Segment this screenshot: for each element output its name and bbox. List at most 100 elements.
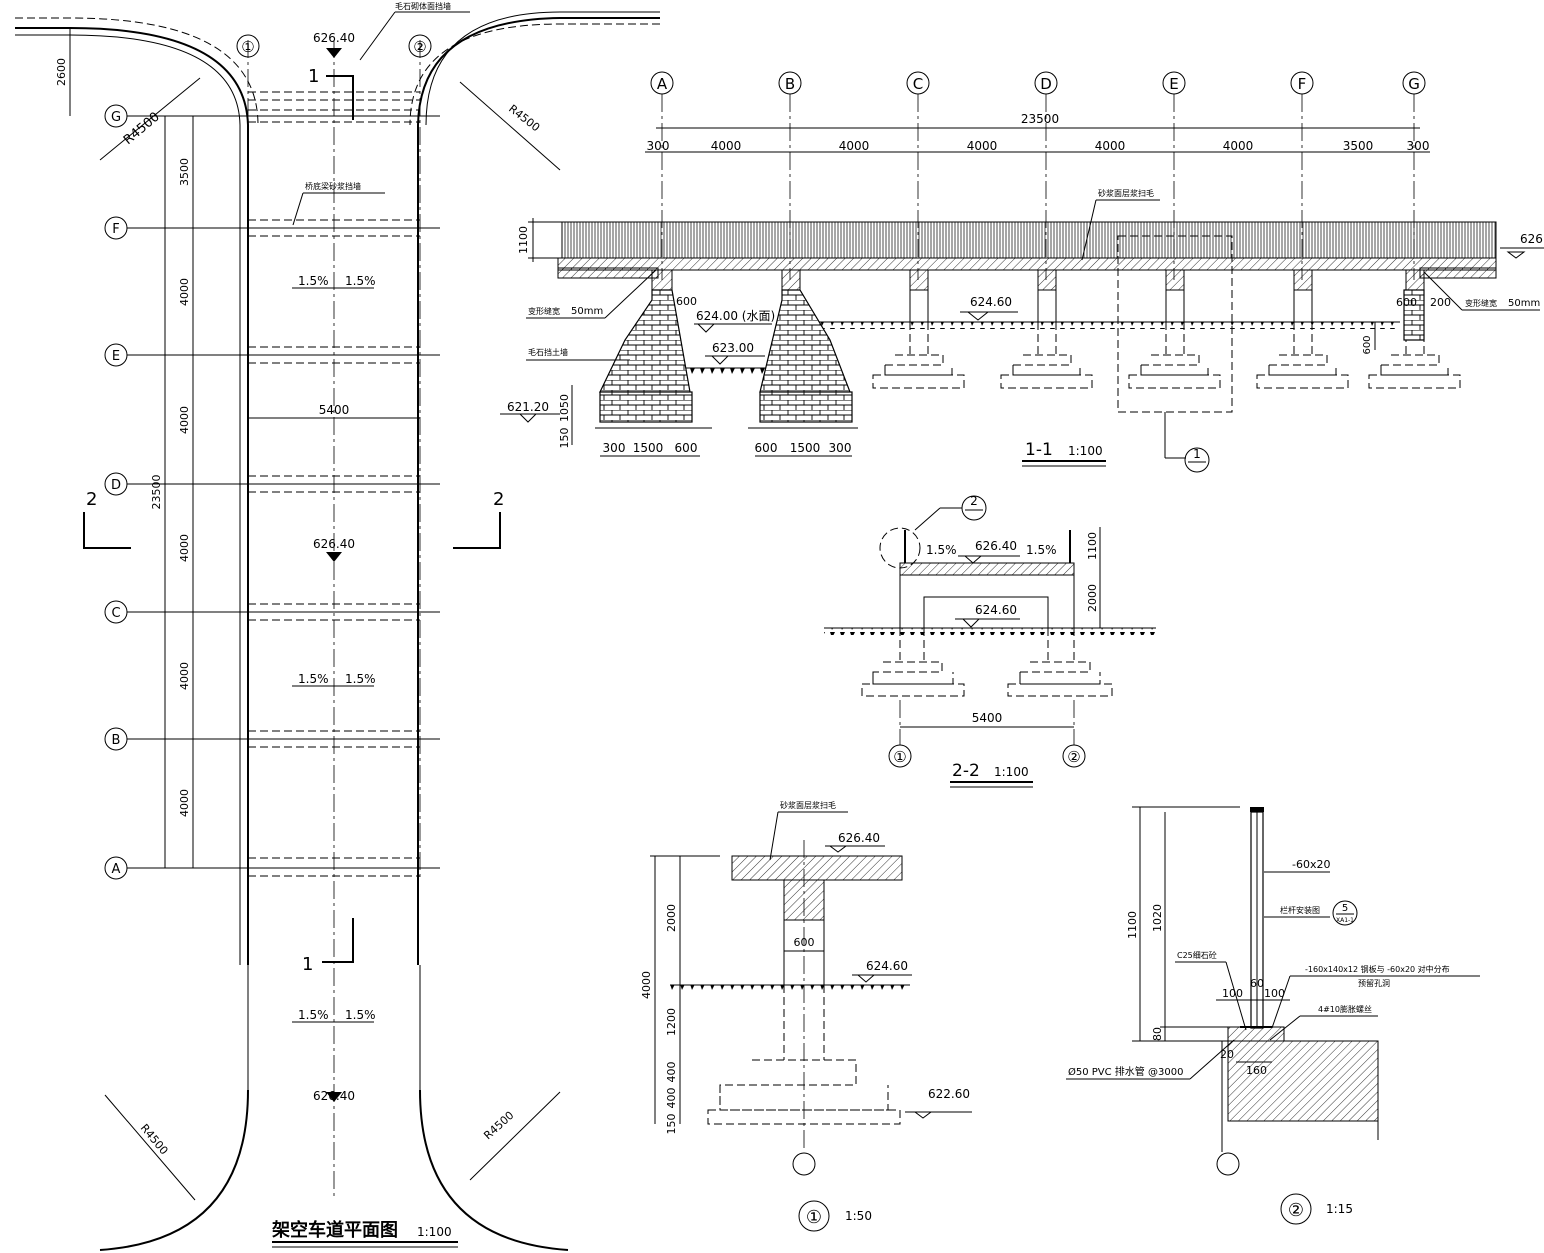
plan-section-mark-2-left: 2 <box>83 489 131 549</box>
svg-text:621.20: 621.20 <box>507 400 549 414</box>
svg-text:D: D <box>1040 75 1052 93</box>
plan-note-mid: 桥底梁砂浆挡墙 <box>305 181 361 191</box>
svg-text:①: ① <box>893 748 906 766</box>
svg-text:626.40: 626.40 <box>313 31 355 45</box>
svg-text:G: G <box>111 110 121 125</box>
section-1-1: A B C D E F G 23500 300 4000 4000 4000 4… <box>500 71 1544 473</box>
plan-elevation-top: 626.40 <box>313 31 355 58</box>
plan-note-top: 毛石砌体面挡墙 <box>395 1 451 11</box>
svg-text:②: ② <box>1067 748 1080 766</box>
svg-text:300: 300 <box>829 441 852 455</box>
detail-1: 4000 2000 1200 400 400 150 600 砂浆面层浆扫毛 6… <box>640 800 972 1232</box>
svg-text:4000: 4000 <box>967 139 998 153</box>
sec11-title: 1-1 1:100 <box>1022 440 1106 467</box>
svg-text:2000: 2000 <box>1086 584 1099 612</box>
sec11-note-wall: 毛石挡土墙 <box>526 347 630 361</box>
svg-text:预留孔洞: 预留孔洞 <box>1358 978 1390 988</box>
svg-text:①: ① <box>241 38 254 56</box>
svg-text:1:15: 1:15 <box>1326 1202 1353 1216</box>
sec11-rail-height: 1100 <box>517 226 530 254</box>
svg-text:4000: 4000 <box>1095 139 1126 153</box>
svg-text:1.5%: 1.5% <box>345 1008 376 1022</box>
svg-text:80: 80 <box>1151 1027 1164 1041</box>
plan-row-a: A <box>104 856 440 880</box>
svg-text:4000: 4000 <box>178 789 191 817</box>
svg-text:C25细石砼: C25细石砼 <box>1177 950 1217 960</box>
plan-row-g: G <box>104 91 440 128</box>
svg-text:2000: 2000 <box>665 904 678 932</box>
svg-text:1:50: 1:50 <box>845 1209 872 1223</box>
svg-text:5400: 5400 <box>972 711 1003 725</box>
svg-text:②: ② <box>1288 1200 1304 1221</box>
svg-text:1-1: 1-1 <box>1025 440 1053 460</box>
svg-text:400: 400 <box>665 1062 678 1083</box>
plan-view: ① ② G F E D <box>15 1 660 1251</box>
plan-section-mark-1-top: 1 <box>308 66 354 120</box>
svg-text:1:100: 1:100 <box>994 765 1029 779</box>
svg-text:300: 300 <box>1407 139 1430 153</box>
detail-2: 1100 1020 80 100 60 100 20 160 -60x20 栏杆… <box>1066 806 1480 1225</box>
svg-text:C: C <box>913 75 923 93</box>
svg-text:3500: 3500 <box>178 158 191 186</box>
svg-text:E: E <box>112 349 120 364</box>
svg-text:-60x20: -60x20 <box>1292 858 1330 871</box>
plan-slope-2: 1.5%1.5% <box>292 672 376 687</box>
sec11-total-dim: 23500 <box>1021 112 1059 126</box>
svg-text:1050: 1050 <box>558 394 571 422</box>
section-2-2: 2 1.5% 1.5% 626.40 624.60 1100 2000 5400… <box>824 494 1156 788</box>
svg-text:5: 5 <box>1342 903 1348 914</box>
svg-text:20: 20 <box>1220 1048 1234 1061</box>
svg-text:F: F <box>1298 75 1307 93</box>
plan-radius-label-tr: R4500 <box>506 102 542 134</box>
sec11-note-joint-right: 变形缝宽 50mm <box>1423 271 1540 311</box>
sec11-elev-ground: 624.60 <box>960 295 1018 321</box>
svg-text:1.5%: 1.5% <box>345 274 376 288</box>
plan-radius-label-br: R4500 <box>481 1109 516 1143</box>
svg-text:624.60: 624.60 <box>866 959 908 973</box>
svg-text:F: F <box>112 222 119 237</box>
sec11-elev-found: 621.20 <box>500 400 560 423</box>
plan-row-b: B <box>104 727 440 751</box>
svg-text:150: 150 <box>665 1114 678 1135</box>
svg-text:毛石挡土墙: 毛石挡土墙 <box>528 347 568 357</box>
plan-row-d: D <box>104 472 440 496</box>
svg-text:626.: 626. <box>1520 232 1544 246</box>
svg-text:A: A <box>112 862 121 877</box>
svg-text:50mm: 50mm <box>571 306 603 317</box>
svg-text:600: 600 <box>1362 335 1373 354</box>
svg-text:4000: 4000 <box>1223 139 1254 153</box>
svg-text:C: C <box>111 606 120 621</box>
svg-text:600: 600 <box>675 441 698 455</box>
svg-text:B: B <box>785 75 795 93</box>
svg-text:4000: 4000 <box>711 139 742 153</box>
svg-text:②: ② <box>413 38 426 56</box>
svg-text:200: 200 <box>1430 296 1451 309</box>
svg-text:1: 1 <box>302 954 313 975</box>
svg-text:4000: 4000 <box>640 971 653 999</box>
svg-text:1:100: 1:100 <box>417 1225 452 1239</box>
svg-text:A: A <box>657 75 668 93</box>
sec11-note-deck: 砂浆面层浆扫毛 <box>1098 188 1154 198</box>
svg-text:1: 1 <box>1193 447 1201 461</box>
plan-elevation-bottom: 626.40 <box>313 1089 355 1103</box>
svg-text:300: 300 <box>647 139 670 153</box>
svg-text:1: 1 <box>308 66 319 87</box>
svg-text:600: 600 <box>676 295 697 308</box>
svg-text:626.40: 626.40 <box>313 537 355 551</box>
svg-text:4000: 4000 <box>178 534 191 562</box>
svg-text:150: 150 <box>558 428 571 449</box>
svg-text:4000: 4000 <box>178 406 191 434</box>
svg-text:4#10膨胀螺丝: 4#10膨胀螺丝 <box>1318 1004 1372 1014</box>
svg-text:400: 400 <box>665 1088 678 1109</box>
svg-text:1.5%: 1.5% <box>298 672 329 686</box>
svg-text:1200: 1200 <box>665 1008 678 1036</box>
svg-text:1500: 1500 <box>790 441 821 455</box>
svg-text:1:100: 1:100 <box>1068 444 1103 458</box>
svg-text:3500: 3500 <box>1343 139 1374 153</box>
svg-text:XA1-1: XA1-1 <box>1336 917 1354 924</box>
svg-text:624.60: 624.60 <box>975 603 1017 617</box>
svg-text:4000: 4000 <box>178 278 191 306</box>
plan-row-e: E <box>104 343 440 367</box>
svg-text:300: 300 <box>603 441 626 455</box>
